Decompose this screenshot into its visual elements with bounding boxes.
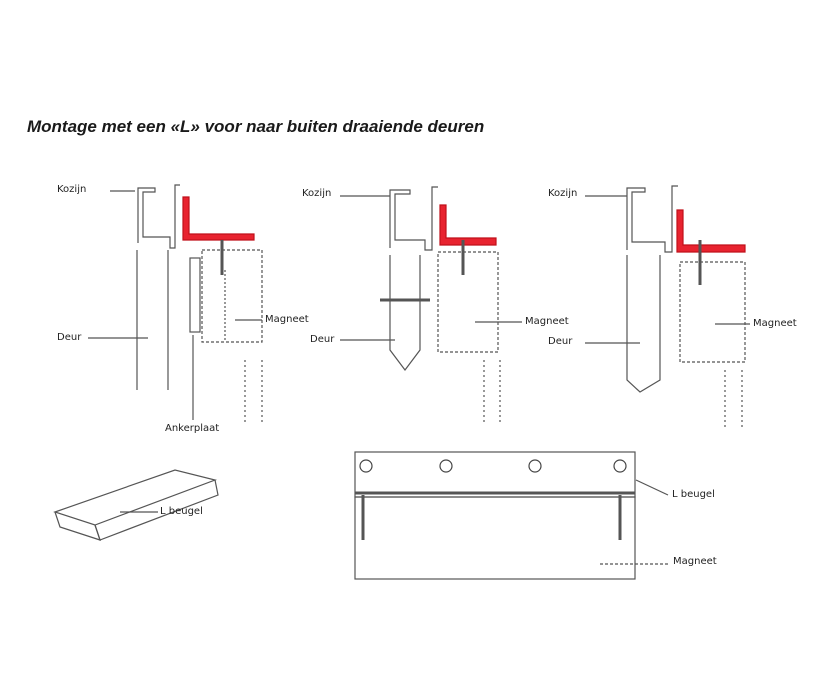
label-magneet-1: Magneet	[265, 314, 309, 325]
frame-profile-2	[389, 186, 438, 251]
label-l-beugel-detail: L beugel	[160, 506, 203, 517]
front-magnet	[354, 496, 636, 580]
label-l-beugel-front: L beugel	[672, 489, 715, 500]
l-bracket-red-1	[182, 196, 255, 241]
label-deur-3: Deur	[548, 336, 573, 347]
l-bracket-red-2	[439, 204, 497, 246]
magnet-2	[437, 251, 499, 353]
diagram-1	[88, 184, 263, 425]
label-kozijn-3: Kozijn	[548, 188, 578, 199]
label-magneet-3: Magneet	[753, 318, 797, 329]
frame-profile-3	[626, 185, 678, 253]
frame-profile-1	[137, 184, 180, 249]
l-bracket-red-3	[676, 209, 746, 253]
anchor-plate-1	[189, 257, 201, 333]
diagram-3	[585, 185, 750, 430]
label-magneet-2: Magneet	[525, 316, 569, 327]
label-kozijn-2: Kozijn	[302, 188, 332, 199]
page-title: Montage met een «L» voor naar buiten dra…	[27, 117, 485, 136]
label-magneet-front: Magneet	[673, 556, 717, 567]
front-bracket	[354, 451, 636, 498]
l-bracket-perspective	[53, 469, 219, 541]
magnet-1	[201, 249, 263, 343]
label-deur-2: Deur	[310, 334, 335, 345]
door-2	[389, 255, 421, 371]
diagram-2	[340, 186, 522, 425]
label-ankerplaat: Ankerplaat	[165, 423, 220, 434]
magnet-3	[679, 261, 746, 363]
label-kozijn-1: Kozijn	[57, 184, 87, 195]
door-3	[626, 255, 661, 393]
front-view	[354, 451, 669, 580]
label-deur-1: Deur	[57, 332, 82, 343]
